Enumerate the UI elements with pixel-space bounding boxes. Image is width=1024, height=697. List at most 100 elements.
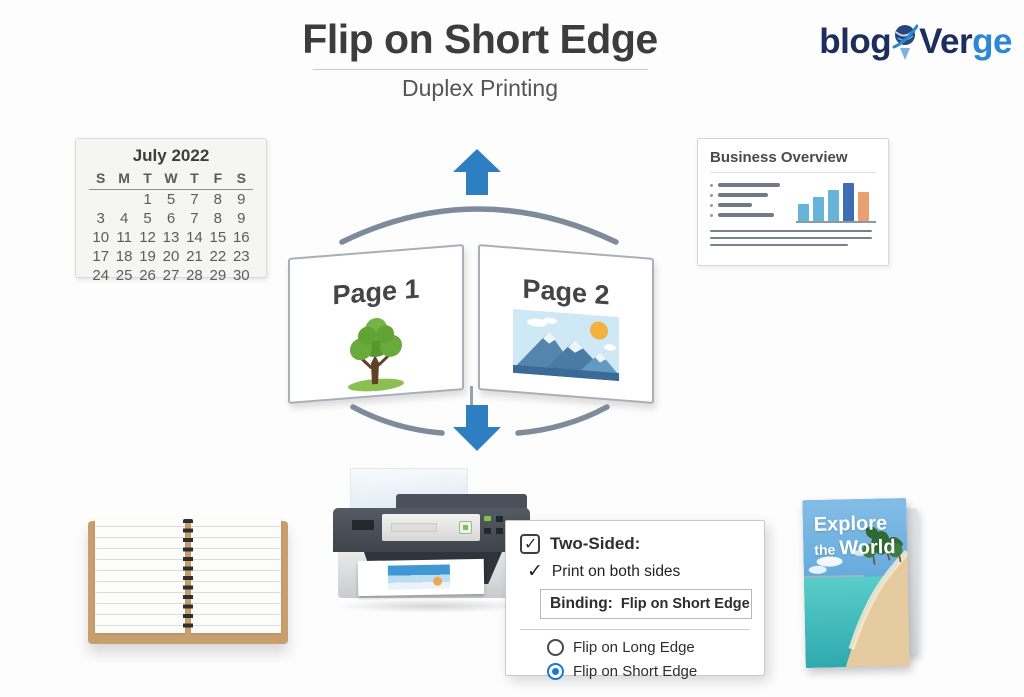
biz-chart-bars bbox=[796, 181, 876, 223]
printer-shadow bbox=[334, 599, 530, 613]
printer bbox=[330, 468, 530, 613]
calendar-day-cell: 17 bbox=[92, 248, 110, 265]
down-arrow-icon bbox=[453, 405, 501, 451]
notebook-spiral-binding bbox=[183, 519, 193, 631]
dialog-divider bbox=[520, 629, 750, 630]
bullet-lines bbox=[710, 181, 796, 223]
calendar-day-cell: 5 bbox=[166, 191, 176, 208]
page-1-sheet: Page 1 bbox=[288, 244, 464, 404]
brochure-title-line1: Explore bbox=[813, 512, 888, 536]
chart-bar bbox=[813, 197, 824, 221]
binding-field[interactable]: Binding: Flip on Short Edge bbox=[540, 589, 752, 619]
bullet-line bbox=[710, 183, 796, 187]
page-subtitle: Duplex Printing bbox=[402, 75, 558, 101]
flip-arc-bottom-left bbox=[350, 404, 445, 436]
calendar-day-cell: 18 bbox=[115, 248, 133, 265]
calendar-day-cell bbox=[112, 190, 135, 209]
flip-short-edge-label: Flip on Short Edge bbox=[573, 663, 698, 680]
binding-value: Flip on Short Edge bbox=[620, 596, 750, 612]
beach-photo bbox=[802, 497, 910, 669]
printer-output-sheet bbox=[357, 558, 485, 597]
calendar-day-cell: 26 bbox=[139, 267, 156, 284]
radio-flip-short-edge-selected[interactable] bbox=[547, 663, 564, 680]
flip-short-edge-option[interactable]: Flip on Short Edge bbox=[547, 663, 752, 680]
printer-button bbox=[496, 528, 503, 534]
logo-text-blog: blog bbox=[819, 22, 892, 61]
calendar-day-cell: 19 bbox=[139, 248, 156, 265]
chart-bar bbox=[843, 183, 854, 221]
title-divider bbox=[312, 69, 648, 70]
calendar-day-cell: 28 bbox=[186, 267, 203, 284]
calendar-day-header: T bbox=[182, 168, 207, 190]
calendar-day-cell: 15 bbox=[209, 229, 227, 246]
printer-top-tray bbox=[396, 494, 527, 512]
printer-button bbox=[496, 516, 503, 522]
logo-text-ver: Ver bbox=[919, 22, 973, 61]
calendar-day-cell: 30 bbox=[232, 267, 250, 284]
printer-display-icon bbox=[459, 521, 472, 534]
calendar-day-header: S bbox=[229, 168, 253, 190]
calendar-day-cell: 10 bbox=[92, 229, 110, 246]
calendar-day-cell: 23 bbox=[232, 248, 250, 265]
calendar-day-cell: 8 bbox=[213, 191, 223, 208]
calendar-day-cell: 25 bbox=[115, 267, 133, 284]
printer-vent bbox=[352, 520, 374, 530]
calendar-day-cell: 8 bbox=[213, 210, 223, 227]
calendar-day-cell: 6 bbox=[166, 210, 176, 227]
brochure-title-world: World bbox=[839, 536, 896, 560]
notebook-right-page bbox=[191, 516, 281, 633]
footer-line bbox=[710, 237, 872, 239]
bullet-line bbox=[710, 213, 796, 217]
calendar-day-cell bbox=[89, 190, 112, 209]
calendar-day-cell: 14 bbox=[186, 229, 203, 246]
footer-lines bbox=[710, 230, 876, 246]
printer-label-plate bbox=[391, 523, 437, 532]
flip-long-edge-option[interactable]: Flip on Long Edge bbox=[547, 639, 752, 656]
globe-swoosh-icon bbox=[892, 23, 919, 61]
calendar-day-header: W bbox=[159, 168, 183, 190]
page-1-label: Page 1 bbox=[332, 273, 420, 311]
calendar-day-cell: 21 bbox=[186, 248, 203, 265]
calendar-day-cell: 9 bbox=[237, 191, 246, 208]
calendar-day-cell: 7 bbox=[190, 191, 199, 208]
calendar-day-cell: 9 bbox=[237, 210, 246, 227]
calendar-day-cell: 13 bbox=[162, 229, 180, 246]
header: Flip on Short Edge Duplex Printing bbox=[255, 16, 705, 102]
print-both-sides-row: Print on both sides bbox=[527, 562, 752, 581]
book-spine bbox=[470, 386, 473, 414]
two-sided-row[interactable]: Two-Sided: bbox=[520, 534, 752, 554]
calendar-day-cell: 11 bbox=[116, 229, 132, 246]
footer-line bbox=[710, 230, 872, 232]
logo-text-ge: ge bbox=[972, 22, 1012, 61]
radio-flip-long-edge[interactable] bbox=[547, 639, 564, 656]
business-overview-card: Business Overview bbox=[697, 138, 889, 266]
calendar-day-cell: 3 bbox=[96, 210, 105, 227]
business-card-divider bbox=[710, 172, 876, 173]
bullet-line bbox=[710, 203, 796, 207]
brochure-title-the: the bbox=[814, 541, 836, 558]
calendar-day-cell: 29 bbox=[209, 267, 227, 284]
flip-long-edge-label: Flip on Long Edge bbox=[573, 639, 695, 656]
calendar-day-cell: 12 bbox=[139, 229, 156, 246]
print-settings-dialog: Two-Sided: Print on both sides Binding: … bbox=[505, 520, 765, 680]
calendar-day-header: T bbox=[135, 168, 160, 190]
two-sided-checkbox-checked[interactable] bbox=[520, 534, 540, 554]
chart-bar bbox=[858, 192, 869, 221]
calendar-title: July 2022 bbox=[132, 146, 210, 165]
calendar-day-cell: 5 bbox=[143, 210, 152, 227]
page-title: Flip on Short Edge bbox=[302, 16, 658, 62]
mountain-photo bbox=[513, 308, 619, 382]
calendar-day-cell: 7 bbox=[190, 210, 199, 227]
business-card-title: Business Overview bbox=[710, 149, 848, 166]
chart-bar bbox=[798, 204, 809, 221]
chart-bar bbox=[828, 190, 839, 221]
calendar-day-cell: 22 bbox=[209, 248, 227, 265]
notebook-left-page bbox=[95, 516, 185, 633]
